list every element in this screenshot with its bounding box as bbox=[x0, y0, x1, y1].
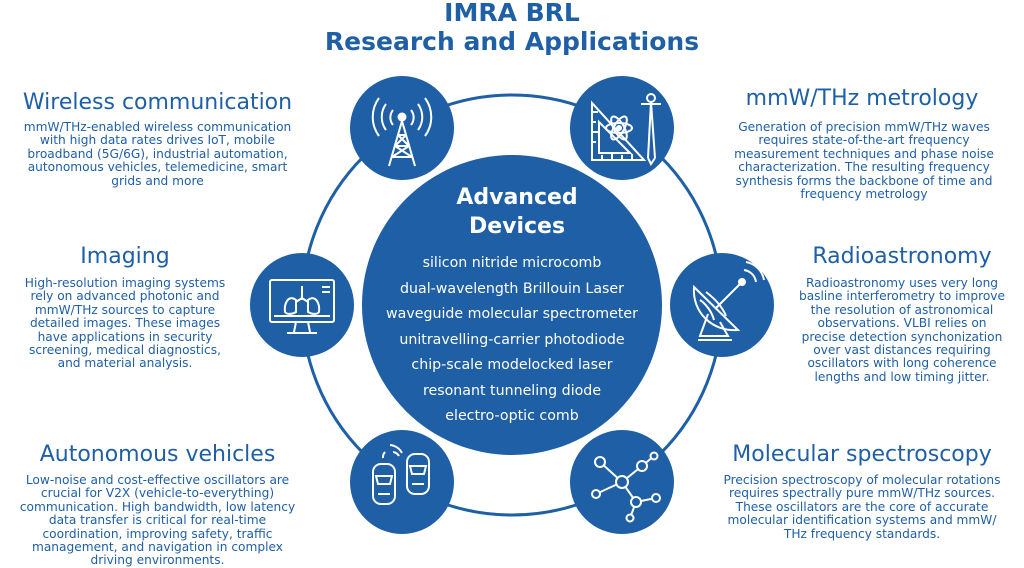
body-line: detailed images. These images bbox=[29, 316, 221, 331]
body-line: These oscillators are the core of accura… bbox=[735, 499, 989, 514]
body-line: rely on advanced photonic and bbox=[30, 289, 220, 304]
metrology-body: Generation of precision mmW/THz waves re… bbox=[704, 120, 1024, 202]
device-item: dual-wavelength Brillouin Laser bbox=[400, 281, 624, 297]
spectroscopy-title: Molecular spectroscopy bbox=[732, 442, 992, 467]
center-circle bbox=[362, 155, 662, 455]
molecule-icon bbox=[570, 430, 674, 534]
body-line: precise detection synchonization bbox=[801, 329, 1003, 344]
device-item: unitravelling-carrier photodiode bbox=[399, 332, 625, 348]
header-title: IMRA BRL bbox=[444, 0, 580, 27]
body-line: grids and more bbox=[111, 173, 204, 188]
body-line: communication. High bandwidth, low laten… bbox=[19, 499, 296, 514]
body-line: the resolution of astronomical bbox=[810, 302, 994, 317]
device-item: resonant tunneling diode bbox=[422, 383, 602, 399]
connected-cars-icon bbox=[350, 430, 454, 534]
body-line: crucial for V2X (vehicle-to-everything) bbox=[40, 486, 275, 501]
body-line: mmW/THz sources to capture bbox=[34, 302, 216, 317]
device-item: silicon nitride microcomb bbox=[422, 255, 602, 271]
metrology-title: mmW/THz metrology bbox=[745, 86, 979, 111]
autonomous-body: Low-noise and cost-effective oscillators… bbox=[0, 473, 315, 568]
body-line: have applications in security bbox=[37, 329, 213, 344]
body-line: molecular identification systems and mmW… bbox=[727, 513, 997, 528]
radioastronomy-title: Radioastronomy bbox=[812, 244, 992, 269]
antenna-tower-icon bbox=[350, 76, 454, 180]
spectroscopy-body: Precision spectroscopy of molecular rota… bbox=[700, 473, 1024, 541]
center-title-line1: Advanced bbox=[456, 185, 578, 210]
body-line: synthesis forms the backbone of time and bbox=[735, 173, 993, 188]
body-line: management, and navigation in complex bbox=[31, 540, 284, 555]
body-line: broadband (5G/6G), industrial automation… bbox=[27, 146, 288, 161]
body-line: coordination, improving safety, traffic bbox=[42, 526, 273, 541]
autonomous-title: Autonomous vehicles bbox=[39, 442, 276, 467]
body-line: characterization. The resulting frequenc… bbox=[738, 160, 990, 175]
body-line: observations. VLBI relies on bbox=[817, 316, 987, 331]
body-line: Precision spectroscopy of molecular rota… bbox=[723, 473, 1001, 487]
drafting-tools-atom-icon bbox=[570, 76, 674, 180]
body-line: requires spectrally pure mmW/THz sources… bbox=[728, 486, 995, 501]
body-line: lengths and low timing jitter. bbox=[814, 369, 990, 384]
body-line: over vast distances requiring bbox=[813, 343, 991, 358]
imaging-body: High-resolution imaging systems rely on … bbox=[0, 276, 250, 371]
device-item: waveguide molecular spectrometer bbox=[386, 306, 638, 322]
body-line: with high data rates drives IoT, mobile bbox=[39, 133, 276, 148]
lungs-monitor-icon bbox=[250, 253, 354, 357]
imaging-title: Imaging bbox=[80, 244, 170, 269]
body-line: autonomous vehicles, telemedicine, smart bbox=[27, 160, 288, 175]
body-line: screening, medical diagnostics, bbox=[29, 343, 221, 358]
wireless-body: mmW/THz-enabled wireless communication w… bbox=[0, 120, 315, 188]
body-line: mmW/THz-enabled wireless communication bbox=[23, 120, 292, 134]
body-line: requires state-of-the-art frequency bbox=[758, 133, 970, 148]
body-line: and material analysis. bbox=[57, 356, 193, 371]
radioastronomy-body: Radioastronomy uses very long basline in… bbox=[780, 276, 1024, 384]
body-line: frequency metrology bbox=[800, 187, 928, 202]
device-item: electro-optic comb bbox=[445, 408, 579, 424]
body-line: basline interferometry to improve bbox=[798, 289, 1006, 304]
body-line: THz frequency standards. bbox=[783, 526, 941, 541]
body-line: Generation of precision mmW/THz waves bbox=[738, 120, 990, 134]
body-line: oscillators with long coherence bbox=[807, 356, 997, 371]
body-line: data transfer is critical for real-time bbox=[48, 513, 267, 528]
body-line: measurement techniques and phase noise bbox=[734, 146, 994, 161]
body-line: driving environments. bbox=[90, 553, 225, 568]
center-title-line2: Devices bbox=[468, 214, 566, 239]
device-item: chip-scale modelocked laser bbox=[411, 357, 613, 373]
body-line: High-resolution imaging systems bbox=[24, 276, 226, 290]
header-subtitle: Research and Applications bbox=[324, 27, 700, 56]
satellite-dish-icon bbox=[670, 253, 774, 357]
wireless-title: Wireless communication bbox=[22, 90, 293, 115]
body-line: Radioastronomy uses very long bbox=[805, 276, 999, 290]
body-line: Low-noise and cost-effective oscillators… bbox=[25, 473, 290, 487]
